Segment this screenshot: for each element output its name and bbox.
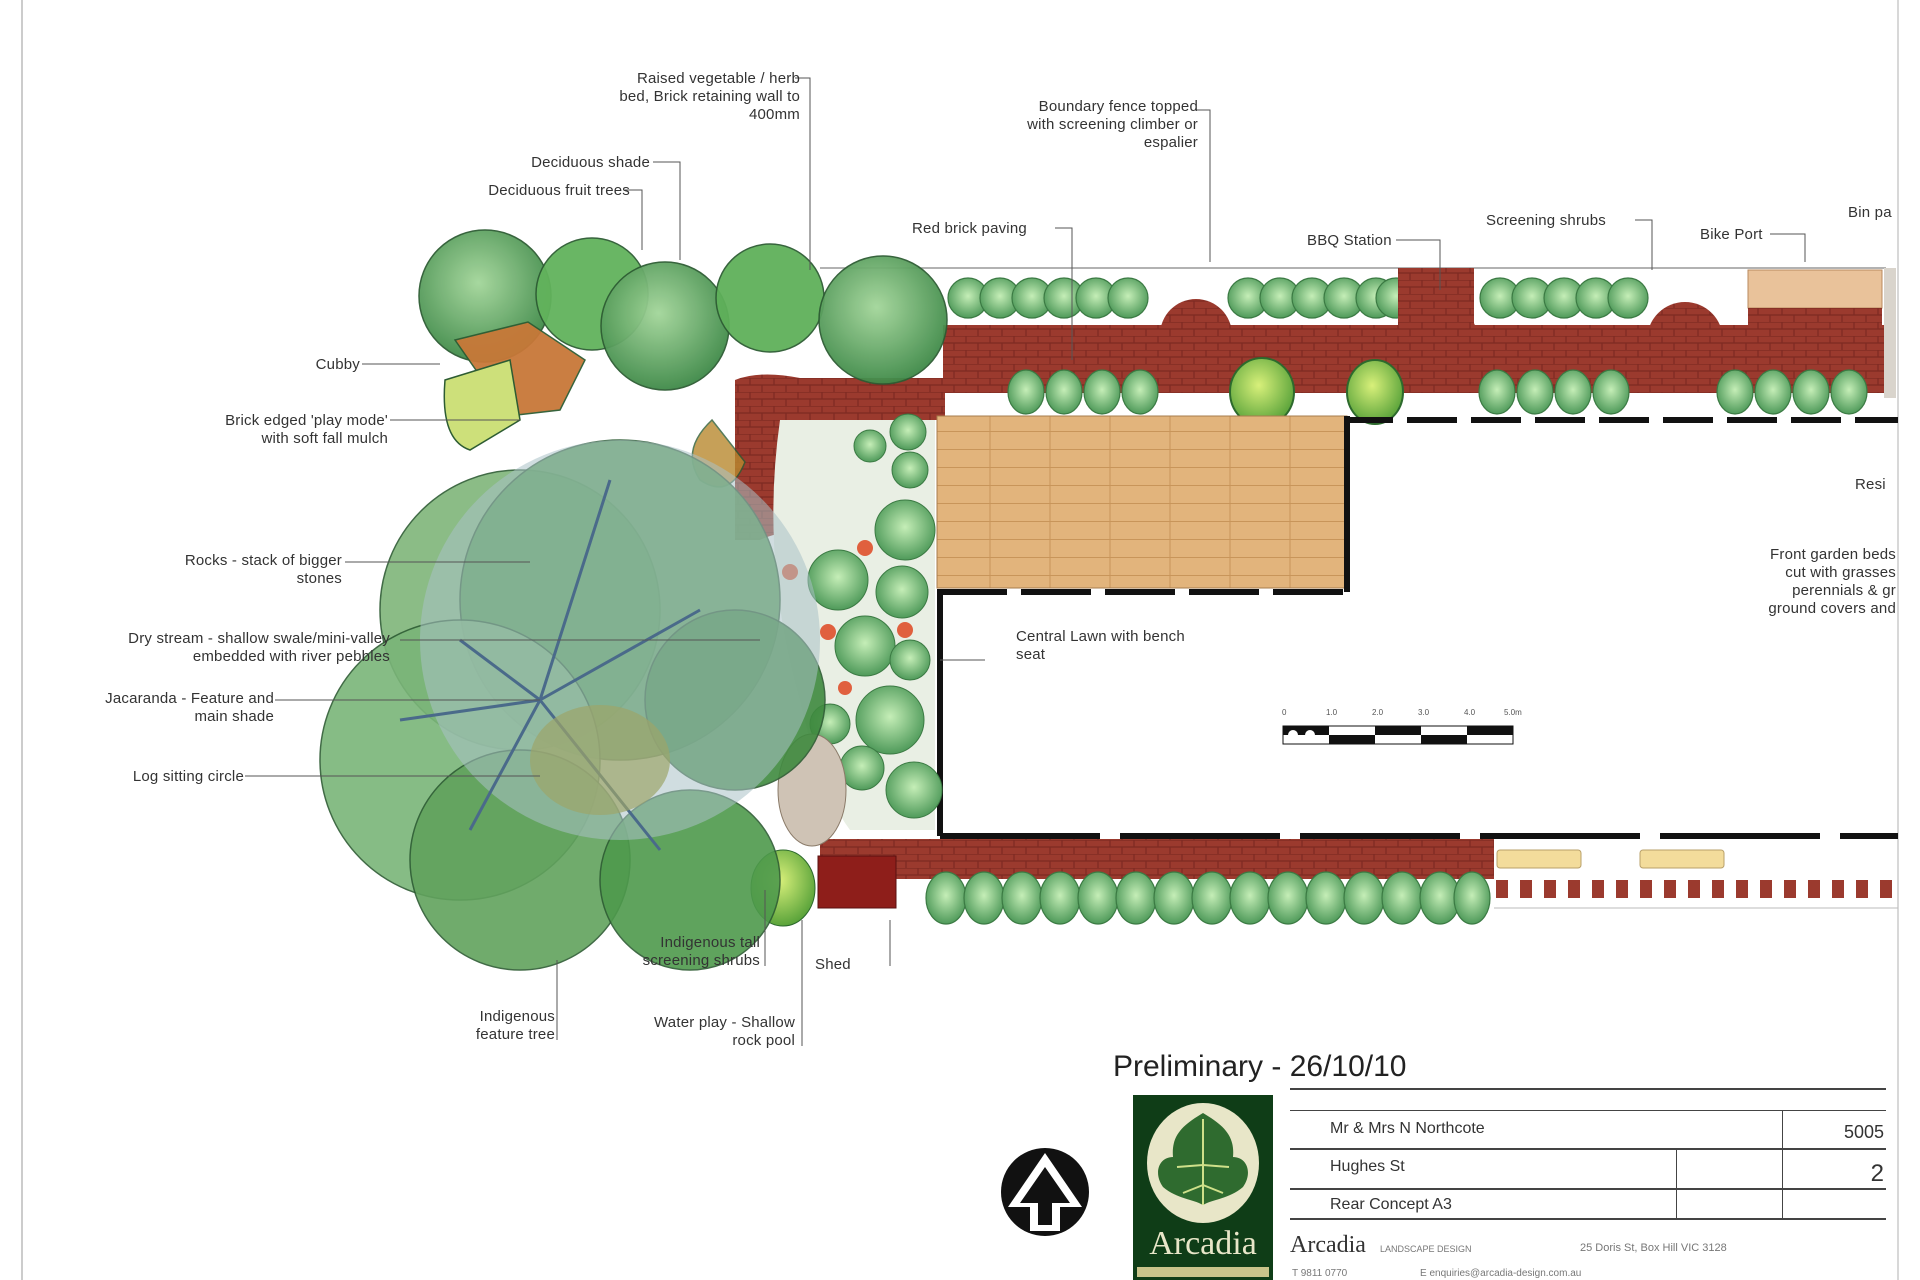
label-red-brick-paving: Red brick paving: [912, 220, 1027, 237]
red-brick-paving-bottom: [820, 839, 1494, 879]
screening-shrubs-bottom: [925, 871, 1491, 925]
label-bin-pad: Bin pa: [1848, 204, 1892, 221]
label-residence: Resi: [1855, 476, 1886, 493]
label-log-circle: Log sitting circle: [132, 768, 244, 785]
fig-leaf-icon: [1147, 1103, 1259, 1223]
label-rocks: Rocks - stack of bigger stones: [184, 552, 342, 587]
logo-text: Arcadia: [1149, 1225, 1257, 1262]
site-address: Hughes St: [1330, 1158, 1405, 1175]
scale-tick: 0: [1282, 708, 1287, 717]
company-name: Arcadia: [1290, 1232, 1366, 1258]
label-indigenous-tall-shrubs: Indigenous tall screening shrubs: [642, 934, 760, 969]
timber-deck: [936, 415, 1348, 589]
drawing-title: Rear Concept A3: [1330, 1196, 1452, 1213]
front-fence-posts: [1496, 880, 1892, 898]
shed: [817, 855, 897, 909]
logo-tagline-strip: [1137, 1267, 1269, 1277]
company-email: E enquiries@arcadia-design.com.au: [1420, 1268, 1582, 1279]
label-jacaranda: Jacaranda - Feature and main shade: [105, 690, 274, 725]
company-tagline: LANDSCAPE DESIGN: [1380, 1244, 1472, 1254]
label-front-garden: Front garden beds cut with grasses peren…: [1768, 546, 1896, 617]
label-cubby: Cubby: [315, 356, 360, 373]
screening-shrubs-top: [947, 277, 1649, 319]
leader-lines: [245, 77, 1806, 1046]
title-block: Mr & Mrs N Northcote Hughes St Rear Conc…: [1290, 1088, 1886, 1280]
label-play-mode: Brick edged 'play mode' with soft fall m…: [225, 412, 388, 447]
label-bike-port: Bike Port: [1700, 226, 1763, 243]
label-water-play: Water play - Shallow rock pool: [654, 1014, 795, 1049]
label-deciduous-fruit: Deciduous fruit trees: [488, 182, 630, 199]
company-address: 25 Doris St, Box Hill VIC 3128: [1580, 1242, 1727, 1254]
scale-tick: 2.0: [1372, 708, 1384, 717]
label-dry-stream: Dry stream - shallow swale/mini-valley e…: [128, 630, 390, 665]
scale-tick: 1.0: [1326, 708, 1338, 717]
bike-port: [1747, 269, 1883, 309]
label-shed: Shed: [815, 956, 851, 973]
company-phone: T 9811 0770: [1292, 1268, 1348, 1279]
client-name: Mr & Mrs N Northcote: [1330, 1120, 1485, 1137]
scale-tick: 4.0: [1464, 708, 1476, 717]
scale-tick: 3.0: [1418, 708, 1430, 717]
label-indigenous-feature-tree: Indigenous feature tree: [475, 1008, 555, 1043]
label-screening-shrubs: Screening shrubs: [1486, 212, 1606, 229]
shrub-row-lower: [1007, 369, 1868, 415]
scale-bar-labels: 0 1.0 2.0 3.0 4.0 5.0m: [1282, 708, 1522, 720]
label-raised-bed: Raised vegetable / herb bed, Brick retai…: [619, 70, 800, 123]
sheet-number: 2: [1870, 1160, 1884, 1187]
scale-bar: [1282, 725, 1514, 745]
company-logo: Arcadia: [1133, 1095, 1273, 1280]
north-arrow-icon: [1001, 1148, 1089, 1236]
scale-tick: 5.0m: [1504, 708, 1522, 717]
jacaranda-canopy: [319, 439, 826, 971]
job-number: 5005: [1843, 1122, 1884, 1142]
label-boundary-fence: Boundary fence topped with screening cli…: [1027, 98, 1198, 151]
drawing-status-title: Preliminary - 26/10/10: [1113, 1050, 1407, 1083]
label-central-lawn: Central Lawn with bench seat: [1016, 628, 1185, 663]
label-deciduous-shade: Deciduous shade: [531, 154, 650, 171]
label-bbq-station: BBQ Station: [1307, 232, 1392, 249]
